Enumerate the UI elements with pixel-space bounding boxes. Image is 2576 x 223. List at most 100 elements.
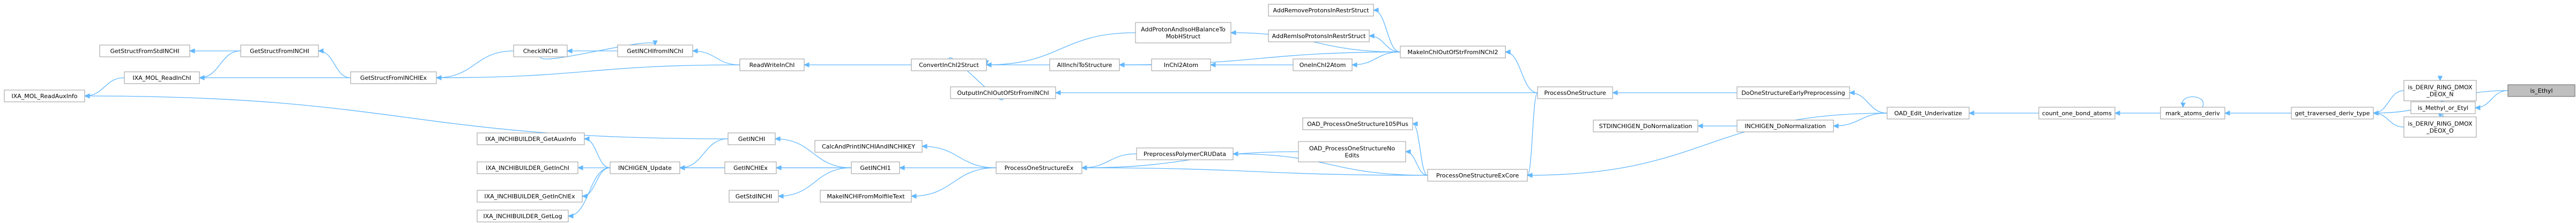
node-makeinchioutofstrfrominchi2[interactable]: MakeInChIOutOfStrFromINChI2 [1400,46,1506,58]
arrowhead-getinchi-to-getinchi1 [774,136,781,142]
node-allinchitostructure[interactable]: AllInchiToStructure [1049,58,1120,71]
node-label: INCHIGEN_Update [618,165,672,172]
node-processonestructure[interactable]: ProcessOneStructure [1537,86,1613,99]
node-label: ProcessOneStructure [1544,90,1606,96]
node-ixa-mol-readauxinfo[interactable]: IXA_MOL_ReadAuxInfo [4,90,85,102]
node-addremoveprotonsinrestrstruct[interactable]: AddRemoveProtonsInRestrStruct [1268,4,1374,17]
node-checkinchi[interactable]: CheckINCHI [513,44,568,57]
node-label: GetStructFromINCHI [250,48,309,55]
node-calcandprintinchiandinchikey[interactable]: CalcAndPrintINCHIAndINCHIKEY [814,140,923,153]
node-ixa-mol-readinchi[interactable]: IXA_MOL_ReadInChI [124,71,200,84]
node-is-deriv-ring-dmox-deox-o[interactable]: is_DERIV_RING_DMOX_DEOX_O [2403,116,2477,138]
node-box [1593,120,1698,132]
node-processonestructureexcore[interactable]: ProcessOneStructureExCore [1427,169,1528,182]
node-box [477,132,585,145]
node-readwriteinchi[interactable]: ReadWriteInChI [739,58,805,71]
node-getinchi[interactable]: GetINCHI [727,132,776,145]
node-box [1427,169,1528,182]
edge-ixa-mol-readauxinfo-to-getinchi [84,95,729,139]
arrowhead-inchigen-donormalization-to-oad-edit-underivatize [1832,123,1839,129]
edge-getstdinchi-to-getinchi1 [778,167,852,197]
edge-ixa-inchibuilder-getauxinfo-to-inchigen-update [584,138,611,168]
node-box [2291,107,2374,120]
arrowhead-is-deriv-ring-dmox-deox-n-to-is-methyl-or-etyl [2437,76,2443,81]
node-label: _DEOX_N [2426,91,2453,98]
node-box [350,71,437,84]
node-is-methyl-or-etyl[interactable]: is_Methyl_or_Etyl [2410,101,2476,114]
node-stdinchigen-donormalization[interactable]: STDINCHIGEN_DoNormalization [1593,120,1698,132]
node-label: OAD_ProcessOneStructure105Plus [1307,121,1408,128]
node-processonestructureex[interactable]: ProcessOneStructureEx [996,161,1082,174]
node-is-deriv-ring-dmox-deox-n[interactable]: is_DERIV_RING_DMOX_DEOX_N [2403,80,2477,101]
node-convertinchi2struct[interactable]: ConvertInChI2Struct [911,58,987,71]
node-getstructfrominchi[interactable]: GetStructFromINCHI [240,44,319,57]
node-box [617,44,693,57]
edge-inchigen-donormalization-to-oad-edit-underivatize [1833,113,1888,127]
edge-ixa-mol-readinchi-to-getstructfrominchi [199,50,241,78]
node-label: AddRemIsoProtonsInRestrStruct [1272,33,1366,40]
node-preprocesspolymercrudata[interactable]: PreprocessPolymerCRUData [1136,147,1234,160]
edge-ixa-inchibuilder-getlog-to-inchigen-update [568,167,611,217]
node-getstructfrominchiex[interactable]: GetStructFromINCHIEx [350,71,437,84]
node-box [814,140,923,153]
node-box [2403,80,2477,101]
arrowhead-oad-processonestructure105plus-to-processonestructureexcore [1412,121,1418,127]
node-label: INCHIGEN_DoNormalization [1744,123,1826,130]
node-label: InChI2Atom [1164,62,1198,69]
node-addremisoprotonsinrestrstruct[interactable]: AddRemIsoProtonsInRestrStruct [1268,29,1370,42]
arrowhead-getstructfromstdinchi-to-getstructfrominchi [189,48,195,54]
node-count-one-bond-atoms[interactable]: count_one_bond_atoms [2038,107,2115,120]
node-doonestructureearlypreprocessing[interactable]: DoOneStructureEarlyPreprocessing [1736,86,1850,99]
node-label: GetStdINCHI [736,193,773,200]
arrowhead-checkinchi-to-getinchifrominchi [566,48,573,54]
node-mark-atoms-deriv[interactable]: mark_atoms_deriv [2160,107,2225,120]
node-label: IXA_INCHIBUILDER_GetLog [483,213,562,220]
node-box [1268,4,1374,17]
node-outputinchioutofstrfrominchi[interactable]: OutputInChIOutOfStrFromINChI [950,86,1056,99]
node-getinchiex[interactable]: GetINCHIEx [724,161,777,174]
graph-nodes: is_Ethylis_Methyl_or_Etylget_traversed_d… [4,4,2575,222]
node-label: GetINCHIfromINChI [627,48,683,55]
edge-makeinchifrommolfiletext-to-processonestructureex [911,167,997,197]
arrowhead-readwriteinchi-to-convertinchi2struct [803,62,810,68]
node-inchigen-update[interactable]: INCHIGEN_Update [610,161,680,174]
node-label: GetINCHI1 [860,165,890,172]
node-ixa-inchibuilder-getinchiex[interactable]: IXA_INCHIBUILDER_GetInChIEx [477,190,583,203]
node-box [2507,84,2575,97]
node-getstructfromstdinchi[interactable]: GetStructFromStdINCHI [99,44,190,57]
arrowhead-is-methyl-or-etyl-to-is-ethyl [2474,105,2481,110]
arrowhead-ixa-mol-readinchi-to-getstructfrominchi [198,75,205,80]
node-label: IXA_MOL_ReadInChI [132,75,191,81]
edge-processonestructureexcore-to-oad-edit-underivatize [1527,113,1888,176]
node-oad-processonestructure105plus[interactable]: OAD_ProcessOneStructure105Plus [1302,117,1413,130]
node-box [1736,120,1834,132]
node-inchigen-donormalization[interactable]: INCHIGEN_DoNormalization [1736,120,1834,132]
arrowhead-getinchifrominchi-to-checkinchi [652,40,658,46]
node-getinchi1[interactable]: GetINCHI1 [851,161,900,174]
node-label: GetStructFromStdINCHI [110,48,180,55]
node-getinchifrominchi[interactable]: GetINCHIfromINChI [617,44,693,57]
edge-doonestructureearlypreprocessing-to-oad-edit-underivatize [1849,92,1888,114]
node-get-traversed-deriv-type[interactable]: get_traversed_deriv_type [2291,107,2374,120]
node-getstdinchi[interactable]: GetStdINCHI [729,190,779,203]
node-box [99,44,190,57]
node-ixa-inchibuilder-getlog[interactable]: IXA_INCHIBUILDER_GetLog [477,210,569,222]
node-box [1135,22,1231,43]
node-makeinchifrommolfiletext[interactable]: MakeINCHIFromMolfileText [820,190,912,203]
edge-getinchi-to-getinchi1 [775,138,852,168]
node-ixa-inchibuilder-getinchi[interactable]: IXA_INCHIBUILDER_GetInChI [477,161,578,174]
arrowhead-addremisoprotonsinrestrstruct-to-makeinchioutofstrfrominchi2 [1368,33,1375,39]
edge-preprocesspolymercrudata-to-processonestructureexcore [1233,153,1428,176]
node-oad-edit-underivatize[interactable]: OAD_Edit_Underivatize [1887,107,1970,120]
node-label: ReadWriteInChI [749,62,795,69]
node-inchi2atom[interactable]: InChI2Atom [1151,58,1211,71]
edge-ixa-mol-readauxinfo-to-ixa-mol-readinchi [84,77,125,96]
arrowhead-inchigen-update-to-getinchi1 [679,165,685,170]
edge-convertinchi2struct-to-outputinchioutofstrfrominchi [948,57,1004,100]
node-oneinchi2atom[interactable]: OneInChI2Atom [1293,58,1353,71]
node-label: GetINCHI [738,136,765,143]
arrowhead-ixa-inchibuilder-getinchi-to-inchigen-update [577,165,583,170]
node-ixa-inchibuilder-getauxinfo[interactable]: IXA_INCHIBUILDER_GetAuxInfo [477,132,585,145]
